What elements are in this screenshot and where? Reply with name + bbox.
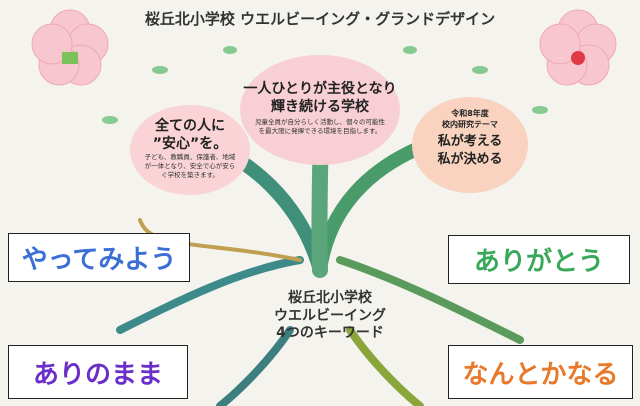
sakura-character-left xyxy=(31,9,109,86)
left-heading-2: ”安心”を。 xyxy=(152,135,228,152)
keyword-arinomama: ありのまま xyxy=(8,345,188,399)
petal-shapes xyxy=(130,55,528,195)
caption-line-1: 桜丘北小学校 xyxy=(288,290,372,306)
center-heading-2: 輝き続ける学校 xyxy=(271,99,369,116)
right-heading-2: 私が決める xyxy=(437,152,503,168)
right-heading-1: 私が考える xyxy=(437,134,503,149)
keyword-nantokanaru: なんとかなる xyxy=(448,345,633,399)
sakura-character-right xyxy=(539,9,617,86)
keywords-caption: 桜丘北小学校 ウエルビーイング 4つのキーワード xyxy=(265,290,395,343)
keyword-arigatou: ありがとう xyxy=(448,235,630,284)
right-label-2: 校内研究テーマ xyxy=(442,120,498,129)
center-heading-1: 一人ひとりが主役となり xyxy=(243,81,397,97)
center-body: 児童全員が自分らしく活動し、個々の可能性を最大限に発揮できる環境を目指します。 xyxy=(255,118,385,136)
left-body: 子ども、教職員、保護者、地域が一体となり、安全で心が安らぐ学校を築きます。 xyxy=(144,153,236,179)
center-petal: 一人ひとりが主役となり 輝き続ける学校 児童全員が自分らしく活動し、個々の可能性… xyxy=(240,80,400,138)
right-label-1: 令和8年度 xyxy=(451,109,489,118)
left-petal: 全ての人に ”安心”を。 子ども、教職員、保護者、地域が一体となり、安全で心が安… xyxy=(143,118,237,179)
right-petal: 令和8年度 校内研究テーマ 私が考える 私が決める xyxy=(420,108,520,169)
keyword-yattemiyou: やってみよう xyxy=(8,233,190,282)
caption-line-3: 4つのキーワード xyxy=(276,325,384,341)
left-heading-1: 全ての人に xyxy=(155,118,225,134)
page-title: 桜丘北小学校 ウエルビーイング・グランドデザイン xyxy=(144,10,496,28)
leaves xyxy=(102,46,548,124)
caption-line-2: ウエルビーイング xyxy=(274,307,386,324)
